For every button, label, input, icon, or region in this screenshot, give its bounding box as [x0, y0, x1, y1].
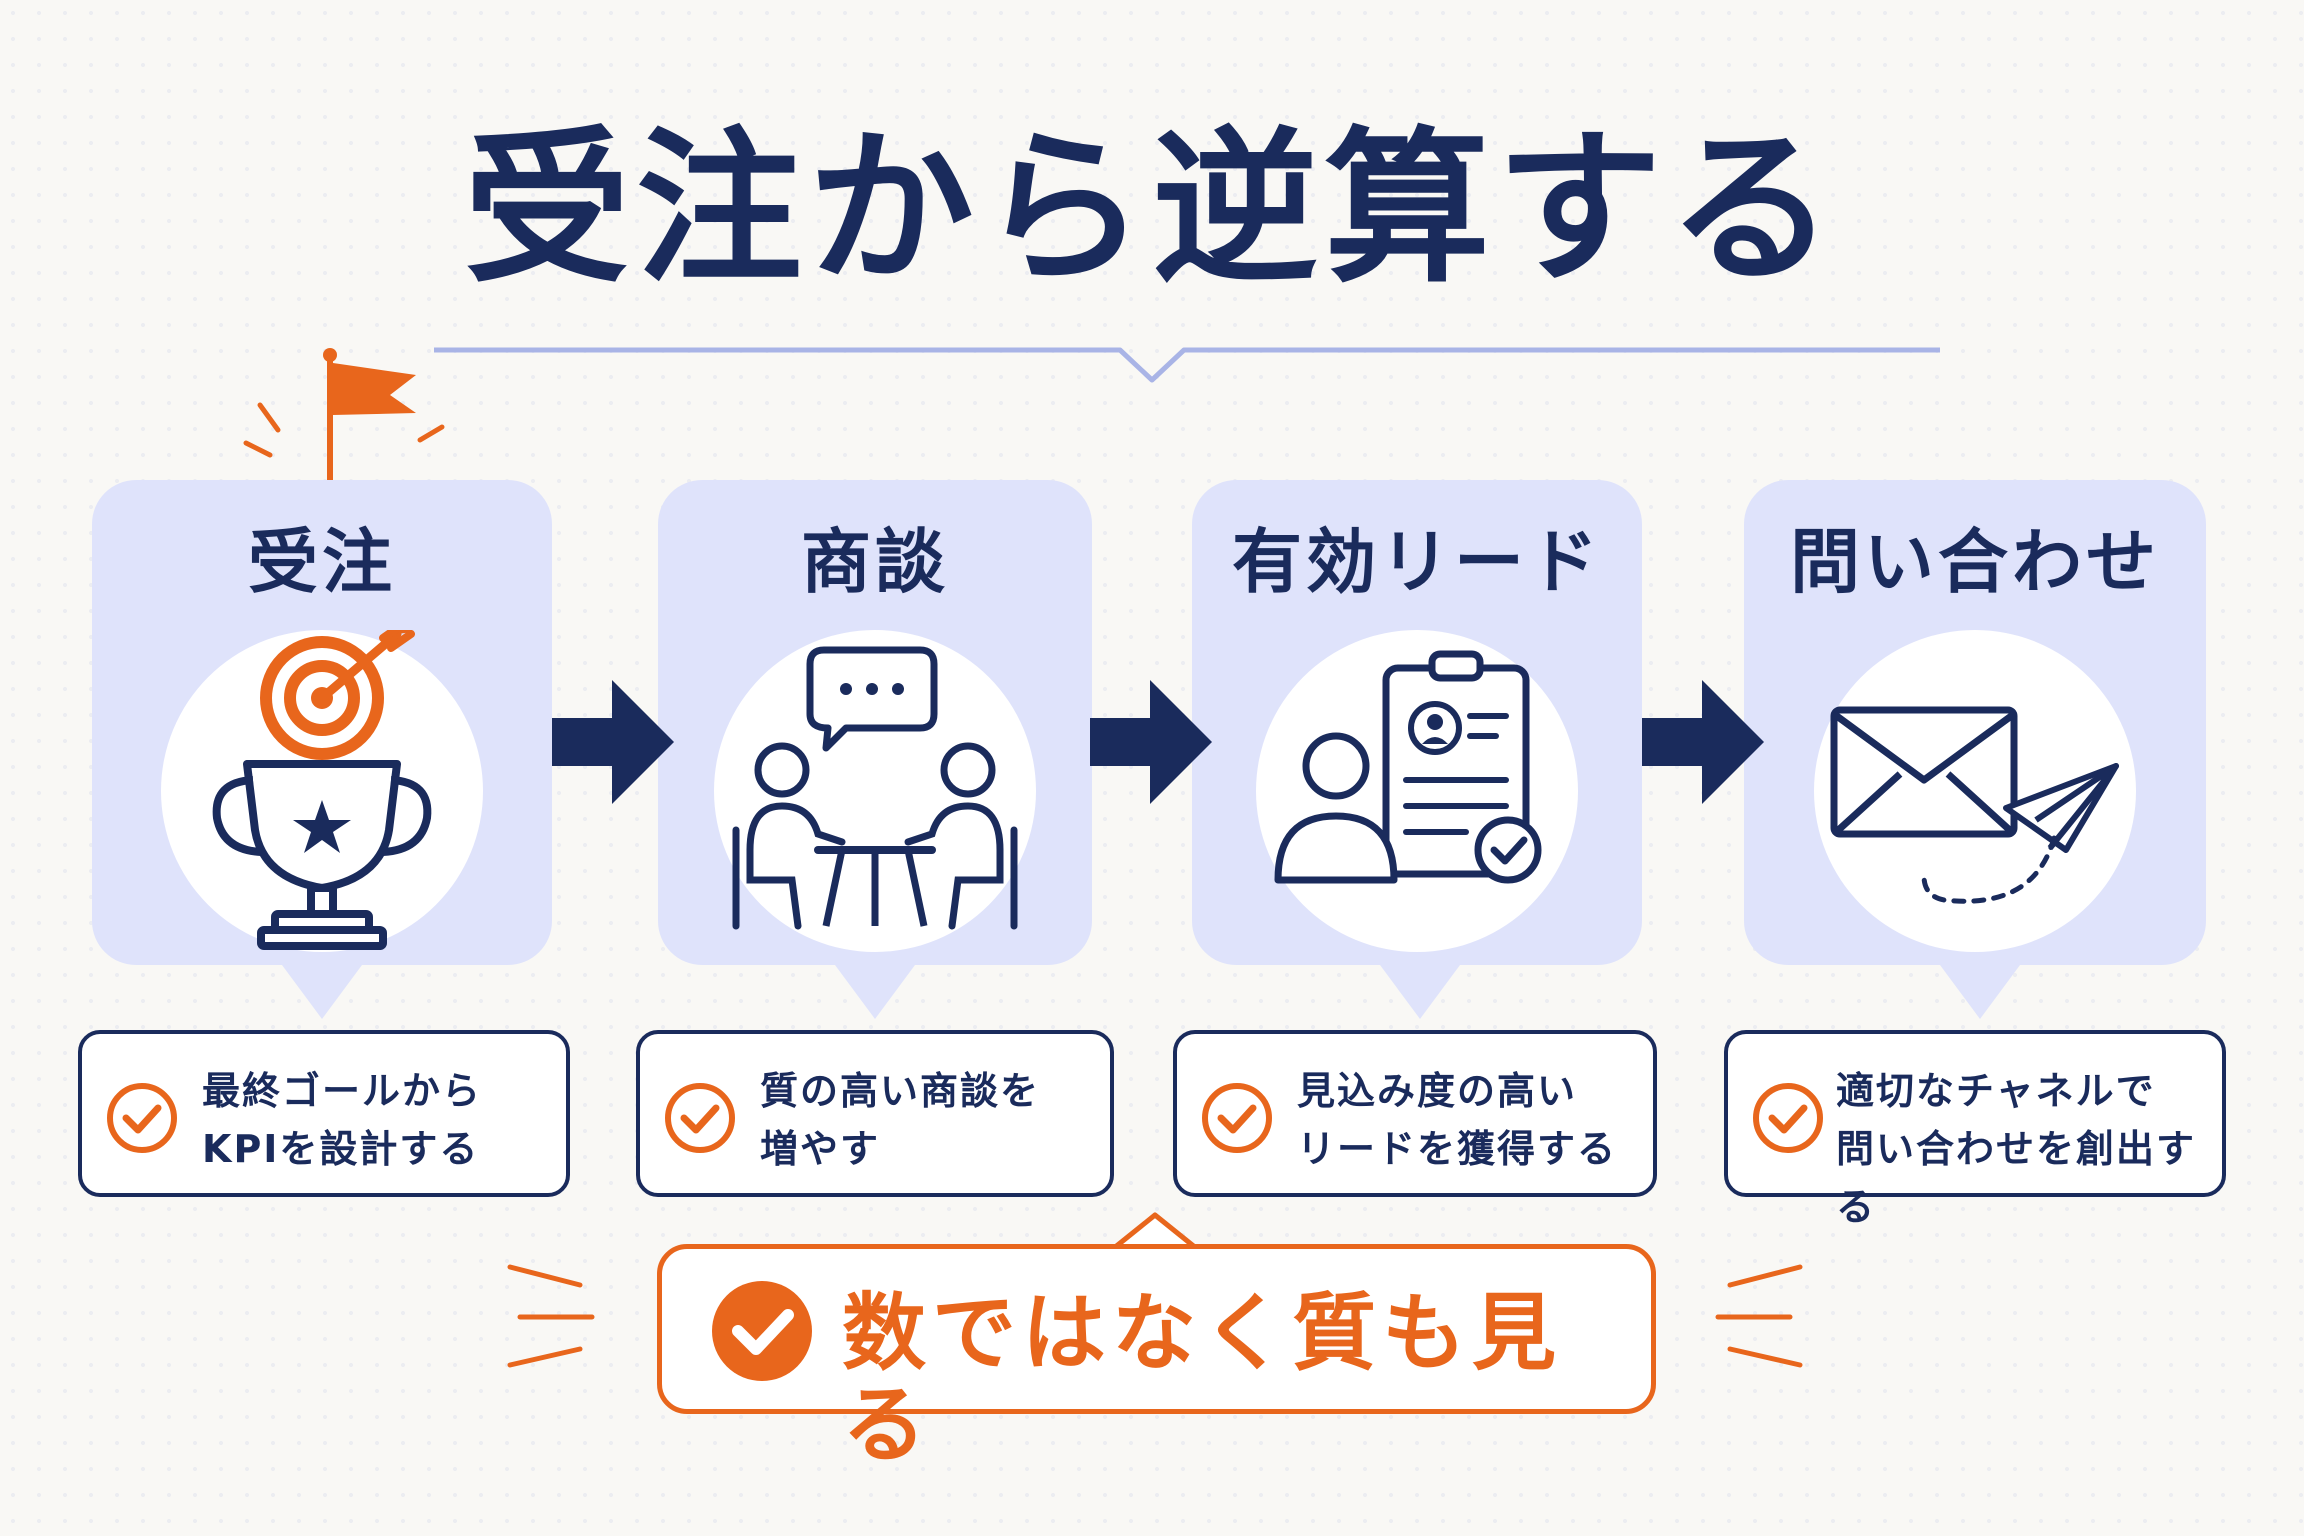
page-title: 受注から逆算する	[464, 113, 1840, 306]
icon-circle	[714, 630, 1036, 952]
stage-card-lead: 有効リード	[1192, 480, 1642, 965]
description-line: 増やす	[760, 1127, 881, 1171]
description-line: 質の高い商談を	[760, 1069, 1041, 1113]
check-circle-icon	[107, 1083, 177, 1153]
sparkle-right-icon	[1715, 1264, 1803, 1368]
description-line: KPIを設計する	[202, 1127, 480, 1171]
flow-arrow-icon	[1090, 680, 1212, 804]
icon-circle	[1256, 630, 1578, 952]
check-circle-icon	[665, 1083, 735, 1153]
lead-profile-icon	[1274, 650, 1542, 884]
stage-title: 有効リード	[1232, 521, 1602, 603]
check-circle-icon	[1753, 1083, 1823, 1153]
stage-card-order: 受注	[92, 480, 552, 965]
stage-description: 質の高い商談を 増やす	[760, 1062, 1100, 1178]
stage-description: 見込み度の高い リードを獲得する	[1297, 1062, 1643, 1178]
icon-circle	[1814, 630, 2136, 952]
sparkle-left-icon	[507, 1264, 595, 1368]
title-underline	[434, 347, 1940, 383]
stage-card-inquiry: 問い合わせ	[1744, 480, 2206, 965]
description-line: リードを獲得する	[1297, 1127, 1618, 1171]
icon-circle	[161, 630, 483, 952]
description-line: 問い合わせを創出する	[1836, 1127, 2197, 1229]
card-pointer	[1940, 965, 2020, 1019]
callout-notch	[1110, 1212, 1200, 1250]
stage-title: 受注	[248, 521, 396, 603]
stage-description-box: 見込み度の高い リードを獲得する	[1173, 1030, 1657, 1197]
stage-description: 最終ゴールから KPIを設計する	[202, 1062, 556, 1178]
stage-title: 商談	[801, 521, 949, 603]
mail-send-icon	[1830, 706, 2119, 904]
stage-description-box: 最終ゴールから KPIを設計する	[78, 1030, 570, 1197]
stage-card-meeting: 商談	[658, 480, 1092, 965]
stage-description-box: 適切なチャネルで 問い合わせを創出する	[1724, 1030, 2226, 1229]
check-circle-icon	[1202, 1083, 1272, 1153]
card-pointer	[282, 965, 362, 1019]
key-message-callout: 数ではなく質も見る	[657, 1244, 1656, 1471]
description-line: 見込み度の高い	[1297, 1069, 1578, 1113]
goal-flag-icon	[243, 348, 445, 485]
description-line: 適切なチャネルで	[1836, 1069, 2156, 1113]
meeting-icon	[732, 646, 1018, 930]
card-pointer	[1380, 965, 1460, 1019]
flow-arrow-icon	[552, 680, 674, 804]
stage-description: 適切なチャネルで 問い合わせを創出する	[1836, 1062, 2212, 1236]
flow-arrow-icon	[1642, 680, 1764, 804]
description-line: 最終ゴールから	[202, 1069, 483, 1113]
check-circle-icon	[712, 1281, 812, 1381]
stage-description-box: 質の高い商談を 増やす	[636, 1030, 1114, 1197]
stage-title: 問い合わせ	[1790, 521, 2160, 603]
trophy-target-icon	[212, 630, 432, 950]
key-message: 数ではなく質も見る	[842, 1284, 1563, 1474]
card-pointer	[835, 965, 915, 1019]
